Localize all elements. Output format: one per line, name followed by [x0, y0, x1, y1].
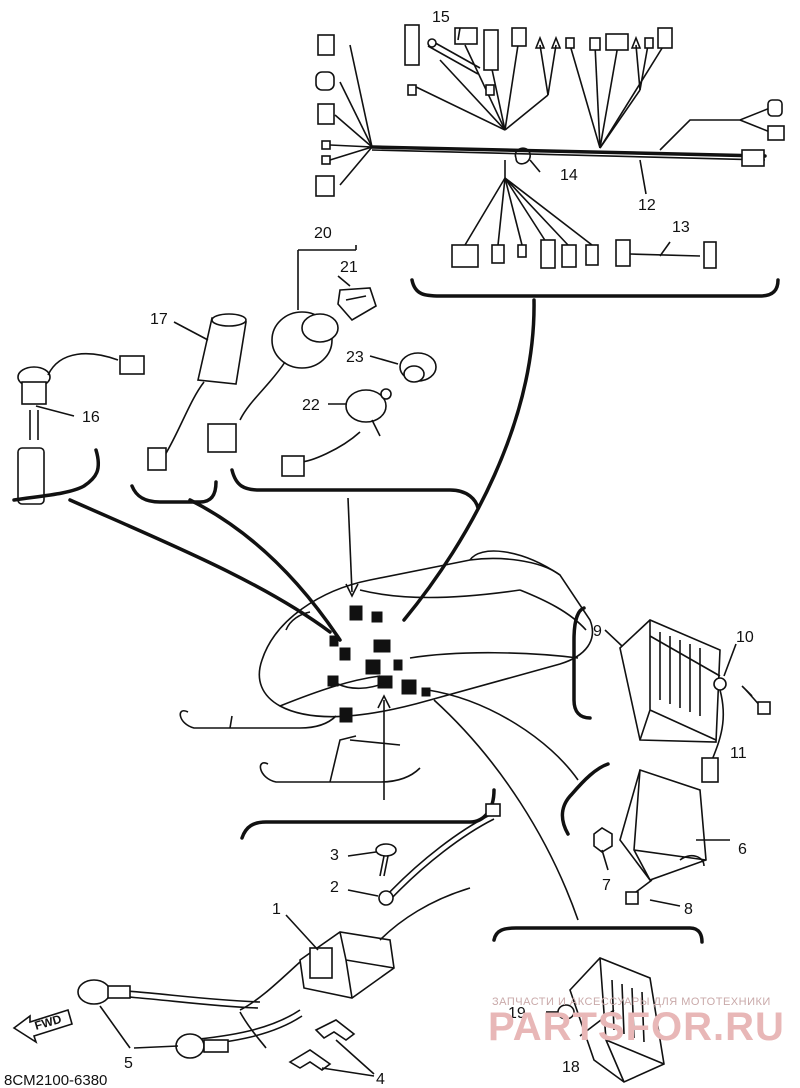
- callout-4: 4: [376, 1071, 385, 1088]
- connector-icon: [317, 103, 335, 125]
- terminal-icon: [407, 84, 417, 96]
- callout-21: 21: [340, 259, 358, 276]
- connector-icon: [483, 29, 499, 71]
- group-bracket: [410, 278, 780, 298]
- callout-23: 23: [346, 349, 364, 366]
- callout-22: 22: [302, 397, 320, 414]
- group-bracket: [572, 606, 592, 720]
- callout-12: 12: [638, 197, 656, 214]
- connector-icon: [561, 244, 577, 268]
- harness-clamp: [514, 147, 531, 165]
- callout-16: 16: [82, 409, 100, 426]
- group-bracket: [12, 448, 101, 502]
- condenser: [147, 313, 247, 471]
- main-switch: [207, 245, 357, 453]
- connector-icon: [491, 244, 505, 264]
- connector-icon: [615, 239, 631, 267]
- connector-icon: [767, 125, 785, 141]
- callout-2: 2: [330, 879, 339, 896]
- screw: [375, 843, 397, 877]
- callout-20: 20: [314, 225, 332, 242]
- connector-icon: [281, 455, 305, 477]
- group-bracket: [560, 762, 610, 836]
- connector-icon: [511, 27, 527, 47]
- callout-10: 10: [736, 629, 754, 646]
- callout-labels: 15 14 12 13 20 21 17 23 22 16 9 10 11 6 …: [82, 9, 754, 1088]
- group-bracket: [240, 788, 496, 840]
- group-bracket: [492, 926, 704, 944]
- bolt: [741, 685, 771, 715]
- key: [337, 287, 377, 322]
- connector-icon: [147, 447, 167, 471]
- lead: [427, 38, 481, 75]
- callout-18: 18: [562, 1059, 580, 1076]
- connector-icon: [315, 175, 335, 197]
- connector-icon: [767, 99, 783, 117]
- callout-3: 3: [330, 847, 339, 864]
- connector-icon: [315, 71, 335, 91]
- callout-9: 9: [593, 623, 602, 640]
- voltage-regulator: [619, 619, 727, 783]
- terminal-icon: [644, 37, 654, 49]
- connector-icon: [703, 241, 717, 269]
- connector-icon: [119, 355, 145, 375]
- cdi-unit: [619, 768, 707, 881]
- connector-icon: [741, 149, 765, 167]
- stop-switch: [281, 388, 392, 477]
- callout-7: 7: [602, 877, 611, 894]
- callout-14: 14: [560, 167, 578, 184]
- callout-leaders: [35, 27, 737, 1077]
- callout-1: 1: [272, 901, 281, 918]
- bolt: [625, 879, 653, 905]
- terminal-icon: [517, 244, 527, 258]
- watermark: ЗАПЧАСТИ И АКСЕССУАРЫ ДЛЯ МОТОТЕХНИКИ PA…: [488, 996, 785, 1049]
- connector-icon: [540, 239, 556, 269]
- terminal-icon: [321, 155, 331, 165]
- connector-icon: [454, 27, 478, 45]
- terminal-icon: [321, 140, 331, 150]
- group-bracket: [230, 468, 480, 510]
- indicator-light: [17, 352, 145, 505]
- forward-arrow: FWD: [12, 1008, 73, 1044]
- callout-13: 13: [672, 219, 690, 236]
- connector-icon: [404, 24, 420, 66]
- wire-harness: [315, 24, 785, 269]
- terminal-icon: [589, 37, 601, 51]
- callout-17: 17: [150, 311, 168, 328]
- terminal-icon: [485, 84, 495, 96]
- connector-icon: [657, 27, 673, 49]
- connector-icon: [451, 244, 479, 268]
- terminal-icon: [630, 35, 642, 49]
- connector-icon: [207, 423, 237, 453]
- spark-plug-cap: [77, 979, 303, 1059]
- callout-11: 11: [730, 745, 747, 762]
- connector-icon: [317, 34, 335, 56]
- terminal-icon: [565, 37, 575, 49]
- callout-5: 5: [124, 1055, 133, 1072]
- watermark-brand: PARTSFOR.RU: [488, 1005, 785, 1049]
- diagram-code: 8CM2100-6380: [4, 1072, 107, 1088]
- connector-icon: [585, 244, 599, 266]
- snowmobile: [179, 550, 594, 783]
- watermark-tagline: ЗАПЧАСТИ И АКСЕССУАРЫ ДЛЯ МОТОТЕХНИКИ: [492, 996, 771, 1008]
- callout-19: 19: [508, 1005, 526, 1022]
- sub-lead: [615, 239, 717, 269]
- ground-lead: [378, 803, 501, 906]
- connector-icon: [605, 33, 629, 51]
- nut: [593, 827, 613, 853]
- leader-lines: [68, 298, 579, 921]
- terminal-icon: [550, 35, 562, 49]
- callout-15: 15: [432, 9, 450, 26]
- group-bracket: [130, 480, 218, 504]
- callout-8: 8: [684, 901, 693, 918]
- ignition-control-unit: [569, 957, 665, 1083]
- cable-clamp: [288, 1019, 356, 1071]
- ring-nut: [399, 352, 437, 383]
- terminal-icon: [534, 35, 546, 49]
- callout-6: 6: [738, 841, 747, 858]
